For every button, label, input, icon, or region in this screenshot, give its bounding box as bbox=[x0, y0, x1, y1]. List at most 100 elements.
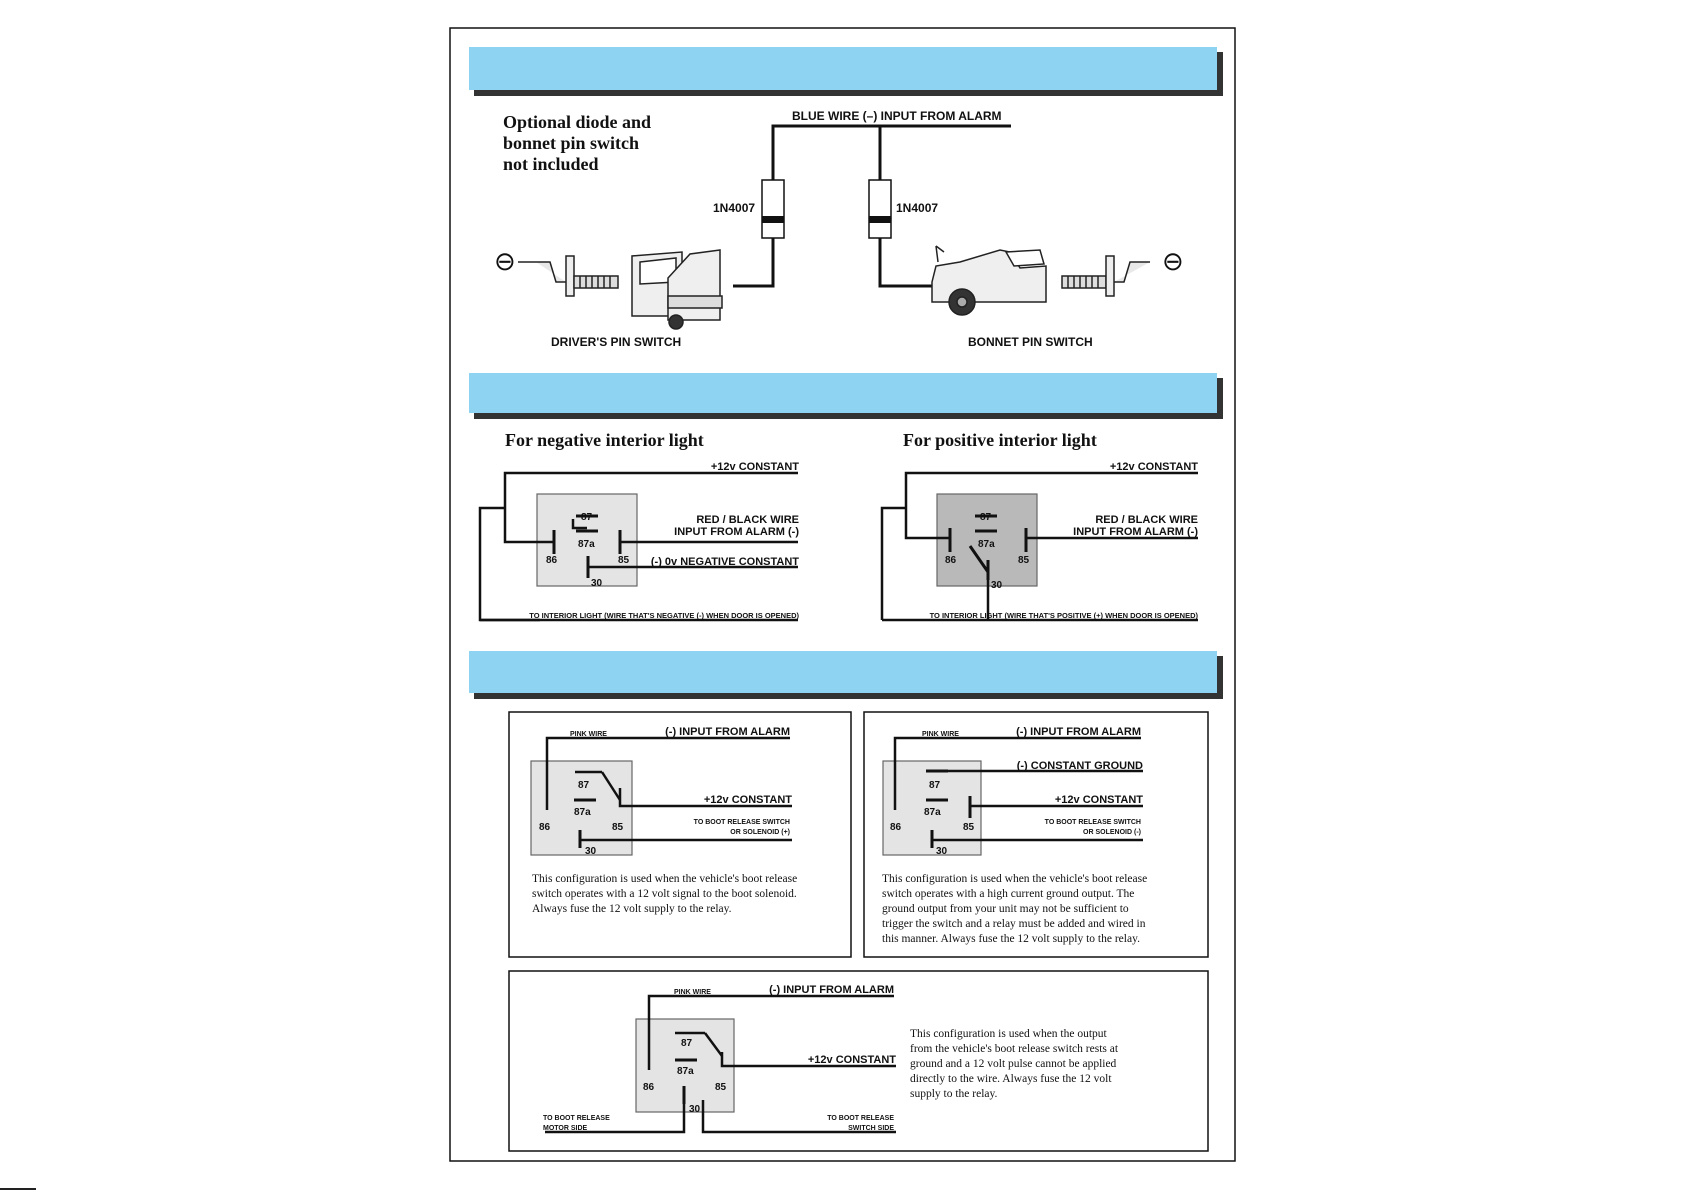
box-b-pin-86: 86 bbox=[890, 822, 902, 833]
pos-interior-light-label: TO INTERIOR LIGHT (WIRE THAT'S POSITIVE … bbox=[930, 611, 1199, 620]
box-a-pin-30: 30 bbox=[585, 846, 597, 857]
section-banner-1 bbox=[469, 47, 1223, 96]
box-a-pin-85: 85 bbox=[612, 822, 624, 833]
box-a-pin-86: 86 bbox=[539, 822, 551, 833]
relay-box-a-contacts bbox=[574, 798, 596, 848]
pos-red-black-line-2: INPUT FROM ALARM (-) bbox=[1073, 526, 1198, 538]
box-a-pin-87a: 87a bbox=[574, 807, 591, 818]
box-b-desc-line-1: This configuration is used when the vehi… bbox=[882, 873, 1147, 885]
neg-red-black-line-2: INPUT FROM ALARM (-) bbox=[674, 526, 799, 538]
diode-wiring bbox=[733, 124, 1011, 288]
box-b-boot-line-2: OR SOLENOID (-) bbox=[1083, 829, 1141, 836]
interior-light-section: For negative interior light 87 87a 86 85… bbox=[478, 430, 1199, 622]
box-c-pin-30: 30 bbox=[689, 1104, 701, 1115]
optional-note-line-1: Optional diode and bbox=[503, 112, 651, 132]
box-c-pin-85: 85 bbox=[715, 1082, 727, 1093]
relay-neg-pin-87: 87 bbox=[581, 512, 593, 523]
diode-right bbox=[868, 179, 892, 239]
neg-plus12-label: +12v CONSTANT bbox=[711, 461, 799, 473]
negative-light-heading: For negative interior light bbox=[505, 430, 704, 450]
box-b-input: (-) INPUT FROM ALARM bbox=[1016, 726, 1141, 738]
relay-pos-pin-85: 85 bbox=[1018, 555, 1030, 566]
box-a-boot-line-2: OR SOLENOID (+) bbox=[730, 829, 790, 836]
relay-negative-wiring bbox=[478, 471, 798, 622]
neg-red-black-line-1: RED / BLACK WIRE bbox=[696, 514, 799, 526]
box-a-pink-wire: PINK WIRE bbox=[570, 731, 607, 738]
box-a-desc-line-1: This configuration is used when the vehi… bbox=[532, 873, 797, 885]
relay-negative-contacts bbox=[552, 514, 622, 578]
box-c-desc-line-4: directly to the wire. Always fuse the 12… bbox=[910, 1073, 1112, 1085]
box-b-desc-line-3: ground output from your unit may not be … bbox=[882, 903, 1129, 915]
neg-interior-light-label: TO INTERIOR LIGHT (WIRE THAT'S NEGATIVE … bbox=[529, 611, 799, 620]
neg-negative-constant-label: (-) 0v NEGATIVE CONSTANT bbox=[651, 556, 799, 568]
diode-right-label: 1N4007 bbox=[896, 201, 938, 215]
relay-pos-pin-87: 87 bbox=[980, 512, 992, 523]
relay-pos-pin-30: 30 bbox=[991, 580, 1003, 591]
pos-red-black-line-1: RED / BLACK WIRE bbox=[1095, 514, 1198, 526]
box-c-desc-line-1: This configuration is used when the outp… bbox=[910, 1028, 1108, 1040]
box-c-pin-87a: 87a bbox=[677, 1066, 694, 1077]
relay-box-b-contacts bbox=[926, 769, 972, 848]
box-b-pin-85: 85 bbox=[963, 822, 975, 833]
box-c-pin-87: 87 bbox=[681, 1038, 693, 1049]
box-b-desc-line-2: switch operates with a high current grou… bbox=[882, 888, 1134, 900]
boot-box-c bbox=[508, 970, 1209, 1152]
blue-wire-label: BLUE WIRE (–) INPUT FROM ALARM bbox=[792, 109, 1002, 123]
relay-positive-contacts bbox=[948, 514, 1028, 580]
box-c-motor-line-1: TO BOOT RELEASE bbox=[543, 1115, 610, 1122]
diode-left bbox=[761, 179, 785, 239]
box-b-pink-wire: PINK WIRE bbox=[922, 731, 959, 738]
section-banner-2 bbox=[469, 373, 1223, 419]
box-c-input: (-) INPUT FROM ALARM bbox=[769, 984, 894, 996]
bonnet-pin-switch-icon bbox=[1061, 255, 1150, 297]
box-b-desc-line-4: trigger the switch and a relay must be a… bbox=[882, 918, 1146, 930]
box-b-plus12: +12v CONSTANT bbox=[1055, 794, 1143, 806]
box-b-desc-line-5: this manner. Always fuse the 12 volt sup… bbox=[882, 933, 1140, 945]
car-bonnet-open-icon bbox=[931, 245, 1047, 316]
ground-right-icon: ⊖ bbox=[1162, 246, 1184, 276]
car-door-open-icon bbox=[631, 249, 723, 330]
boot-release-section: 87 87a 86 85 30 PINK WIRE (-) INPUT FROM… bbox=[508, 711, 1209, 1152]
relay-pos-pin-86: 86 bbox=[945, 555, 957, 566]
relay-neg-pin-87a: 87a bbox=[578, 539, 595, 550]
relay-neg-pin-85: 85 bbox=[618, 555, 630, 566]
box-c-desc-line-2: from the vehicle's boot release switch r… bbox=[910, 1043, 1119, 1055]
relay-pos-pin-87a: 87a bbox=[978, 539, 995, 550]
pos-plus12-label: +12v CONSTANT bbox=[1110, 461, 1198, 473]
relay-neg-pin-30: 30 bbox=[591, 578, 603, 589]
box-c-pin-86: 86 bbox=[643, 1082, 655, 1093]
box-b-pin-87: 87 bbox=[929, 780, 941, 791]
positive-light-heading: For positive interior light bbox=[903, 430, 1097, 450]
box-b-pin-30: 30 bbox=[936, 846, 948, 857]
box-b-boot-line-1: TO BOOT RELEASE SWITCH bbox=[1045, 819, 1141, 826]
box-b-pin-87a: 87a bbox=[924, 807, 941, 818]
optional-note-line-3: not included bbox=[503, 154, 599, 174]
box-c-desc-line-3: ground and a 12 volt pulse cannot be app… bbox=[910, 1058, 1117, 1070]
pin-switch-section: Optional diode and bonnet pin switch not… bbox=[494, 109, 1184, 349]
box-c-switch-line-2: SWITCH SIDE bbox=[848, 1125, 894, 1132]
ground-left-icon: ⊖ bbox=[494, 246, 516, 276]
box-a-plus12: +12v CONSTANT bbox=[704, 794, 792, 806]
box-a-boot-line-1: TO BOOT RELEASE SWITCH bbox=[694, 819, 790, 826]
section-banner-3 bbox=[469, 651, 1223, 699]
box-a-input: (-) INPUT FROM ALARM bbox=[665, 726, 790, 738]
box-c-switch-line-1: TO BOOT RELEASE bbox=[827, 1115, 894, 1122]
box-a-pin-87: 87 bbox=[578, 780, 590, 791]
box-b-ground: (-) CONSTANT GROUND bbox=[1017, 760, 1143, 772]
box-a-desc-line-3: Always fuse the 12 volt supply to the re… bbox=[532, 903, 732, 915]
box-c-plus12: +12v CONSTANT bbox=[808, 1054, 896, 1066]
drivers-pin-switch-label: DRIVER'S PIN SWITCH bbox=[551, 335, 681, 349]
optional-note-line-2: bonnet pin switch bbox=[503, 133, 639, 153]
diode-left-label: 1N4007 bbox=[713, 201, 755, 215]
relay-neg-pin-86: 86 bbox=[546, 555, 558, 566]
box-c-motor-line-2: MOTOR SIDE bbox=[543, 1125, 588, 1132]
relay-box-c-contacts bbox=[675, 1058, 697, 1104]
relay-box-c-wiring bbox=[545, 994, 896, 1134]
drivers-pin-switch-icon bbox=[518, 255, 619, 297]
bonnet-pin-switch-label: BONNET PIN SWITCH bbox=[968, 335, 1093, 349]
box-c-pink-wire: PINK WIRE bbox=[674, 989, 711, 996]
box-a-desc-line-2: switch operates with a 12 volt signal to… bbox=[532, 888, 797, 900]
relay-positive-wiring bbox=[880, 471, 1198, 622]
box-c-desc-line-5: supply to the relay. bbox=[910, 1088, 998, 1100]
